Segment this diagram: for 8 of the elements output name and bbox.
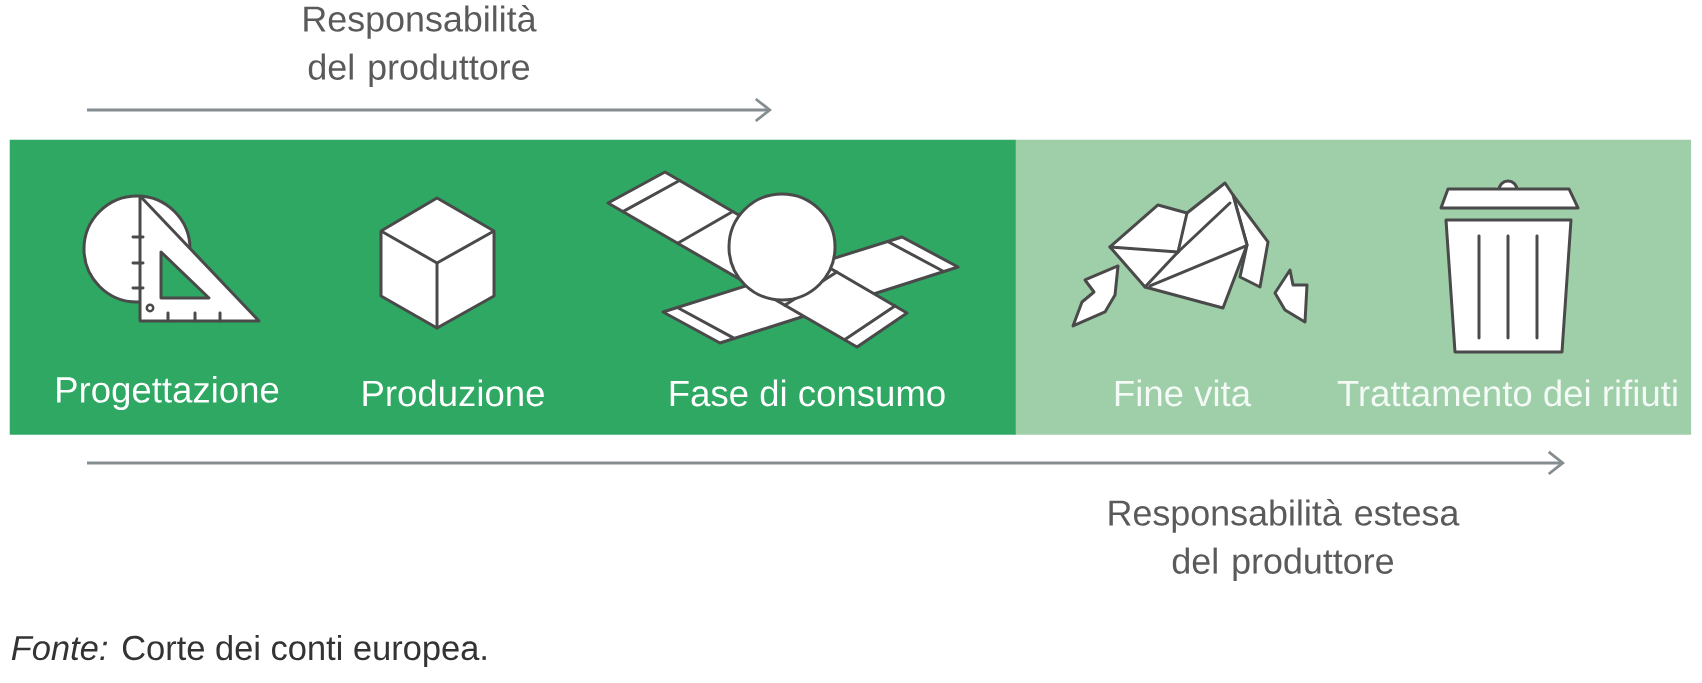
stage-label: Produzione [363,379,544,407]
label-text: Responsabilità del produttore [304,5,537,87]
label-text: Responsabilità estesa del produttore [1109,498,1460,581]
stage-label: Fase di consumo [670,379,945,407]
stage-label: Trattamento dei rifiuti [1337,379,1677,407]
source-note: Fonte: Corte dei conti europea. [11,634,486,668]
stage-label: Fine vita [1115,379,1252,407]
stage-label: Progettazione [57,376,279,411]
